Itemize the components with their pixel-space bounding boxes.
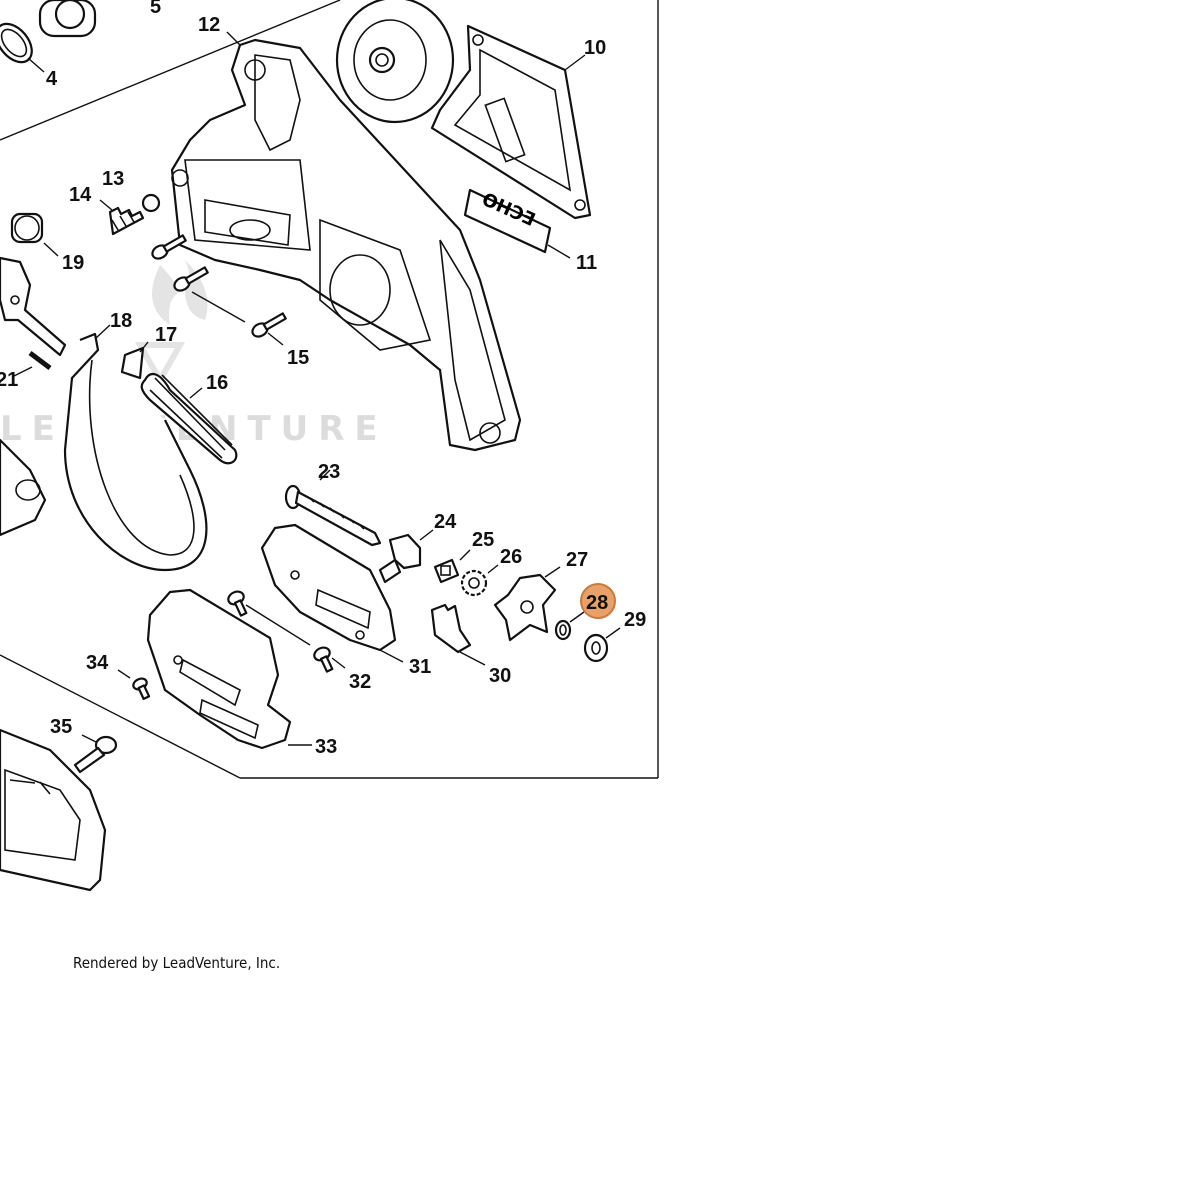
part-15-screws (151, 234, 287, 346)
callout-35[interactable]: 35 (50, 716, 72, 738)
callout-11[interactable]: 11 (576, 252, 597, 274)
part-32-screws (227, 590, 346, 673)
callout-26[interactable]: 26 (500, 546, 522, 568)
callout-23[interactable]: 23 (318, 461, 340, 483)
callout-28[interactable]: 28 (586, 592, 608, 614)
part-18-brake-band (63, 324, 208, 572)
callout-25[interactable]: 25 (472, 529, 494, 551)
callout-32[interactable]: 32 (349, 671, 371, 693)
callout-12[interactable]: 12 (198, 14, 220, 36)
part-17-block (120, 341, 149, 380)
left-guard (0, 438, 47, 537)
guide-bar (0, 728, 107, 892)
callout-5[interactable]: 5 (150, 0, 161, 18)
part-25-nut (433, 549, 471, 584)
part-26-gear (460, 564, 499, 597)
part-13-ring (141, 193, 161, 213)
diagram-frame (0, 0, 659, 779)
part-4-belt (0, 22, 45, 73)
callout-34[interactable]: 34 (86, 652, 109, 674)
callout-31[interactable]: 31 (409, 656, 431, 678)
callout-15[interactable]: 15 (287, 347, 309, 369)
callout-24[interactable]: 24 (434, 511, 457, 533)
callout-18[interactable]: 18 (110, 310, 132, 332)
part-27-knob (493, 566, 561, 642)
part-35-bolt (73, 734, 118, 774)
callout-27[interactable]: 27 (566, 549, 588, 571)
callout-labels: 4 5 10 11 12 13 14 15 16 17 18 19 21 23 … (0, 0, 646, 758)
highlight-marker (580, 583, 616, 619)
brake-lever (0, 256, 67, 357)
part-12-crankcase (170, 31, 522, 452)
part-5-pulley (38, 0, 97, 38)
callout-10[interactable]: 10 (584, 37, 606, 59)
part-19-bushing (10, 212, 59, 257)
callout-4[interactable]: 4 (46, 68, 58, 90)
callout-17[interactable]: 17 (155, 324, 177, 346)
callout-13[interactable]: 13 (102, 168, 124, 190)
part-14-spring (99, 199, 145, 236)
callout-30[interactable]: 30 (489, 665, 511, 687)
part-34-screw (117, 669, 151, 700)
part-33-side-cover (146, 588, 312, 750)
part-30-bracket (430, 603, 486, 666)
part-29-washer (583, 627, 621, 663)
callout-29[interactable]: 29 (624, 609, 646, 631)
part-28-ring (554, 611, 585, 641)
part-16-spring (140, 372, 238, 465)
callout-14[interactable]: 14 (69, 184, 92, 206)
callout-21[interactable]: 21 (0, 369, 18, 391)
part-21-pin (13, 351, 52, 377)
callout-19[interactable]: 19 (62, 252, 84, 274)
callout-33[interactable]: 33 (315, 736, 337, 758)
part-23-bolt (284, 469, 382, 547)
render-credit: Rendered by LeadVenture, Inc. (73, 954, 281, 972)
part-31-plate (260, 523, 404, 663)
part-24-tensioner (378, 529, 434, 584)
callout-16[interactable]: 16 (206, 372, 228, 394)
clutch-drum (335, 0, 455, 124)
part-10-clutch-cover (430, 24, 592, 220)
